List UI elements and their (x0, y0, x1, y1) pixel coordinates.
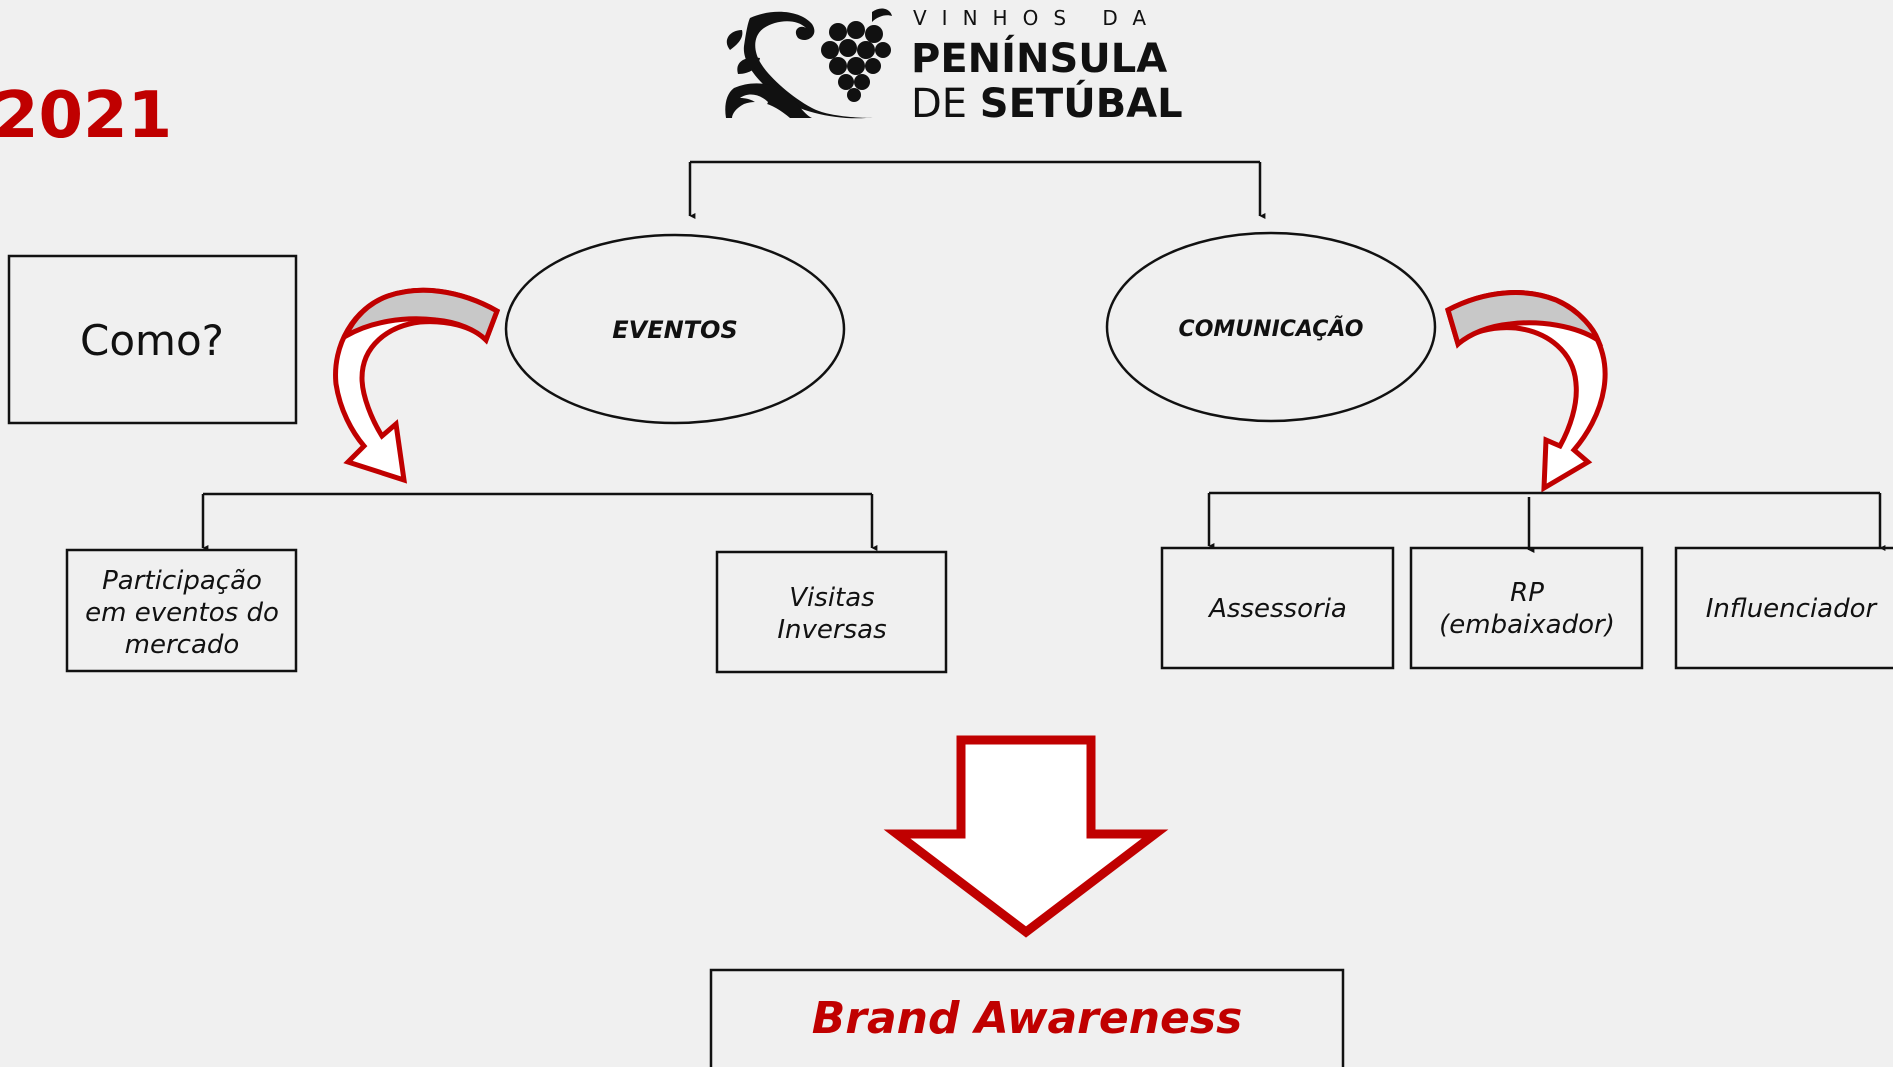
participacao-line3: mercado (125, 630, 240, 660)
eventos-label: EVENTOS (612, 316, 738, 344)
participacao-box: Participação em eventos do mercado (65, 548, 298, 673)
participacao-line2: em eventos do (85, 598, 279, 628)
visitas-line2: Inversas (777, 615, 886, 645)
logo: VINHOS DA PENÍNSULA DE SETÚBAL (725, 6, 1183, 127)
participacao-line1: Participação (102, 566, 262, 596)
logo-line3-b: SETÚBAL (980, 79, 1183, 127)
vine-icon (725, 8, 892, 119)
year-title: 2021 (0, 79, 172, 153)
logo-line3: DE SETÚBAL (911, 79, 1183, 127)
logo-line3-a: DE (911, 81, 980, 127)
visitas-box: Visitas Inversas (715, 550, 948, 674)
rp-line2: (embaixador) (1439, 610, 1615, 640)
curved-arrow-left (333, 287, 501, 484)
outcome-box: Brand Awareness (709, 968, 1345, 1067)
outcome-label: Brand Awareness (812, 993, 1243, 1044)
logo-line1: VINHOS DA (913, 6, 1161, 30)
curved-arrow-right (1445, 290, 1608, 493)
influenciador-box: Influenciador (1674, 546, 1893, 670)
rp-line1: RP (1510, 578, 1544, 608)
influenciador-text: Influenciador (1706, 594, 1879, 624)
top-connector (688, 160, 1266, 219)
assessoria-box: Assessoria (1160, 546, 1395, 670)
eventos-node: EVENTOS (504, 233, 846, 425)
comunicacao-node: COMUNICAÇÃO (1105, 231, 1437, 423)
assessoria-text: Assessoria (1207, 594, 1347, 624)
rp-box: RP (embaixador) (1409, 546, 1644, 670)
question-text: Como? (80, 316, 224, 365)
visitas-line1: Visitas (789, 583, 874, 613)
question-box: Como? (7, 254, 298, 425)
big-down-arrow (883, 735, 1169, 938)
comunicacao-connector (1207, 491, 1886, 553)
eventos-connector (201, 492, 878, 551)
logo-line2: PENÍNSULA (911, 34, 1167, 82)
comunicacao-label: COMUNICAÇÃO (1179, 316, 1364, 342)
